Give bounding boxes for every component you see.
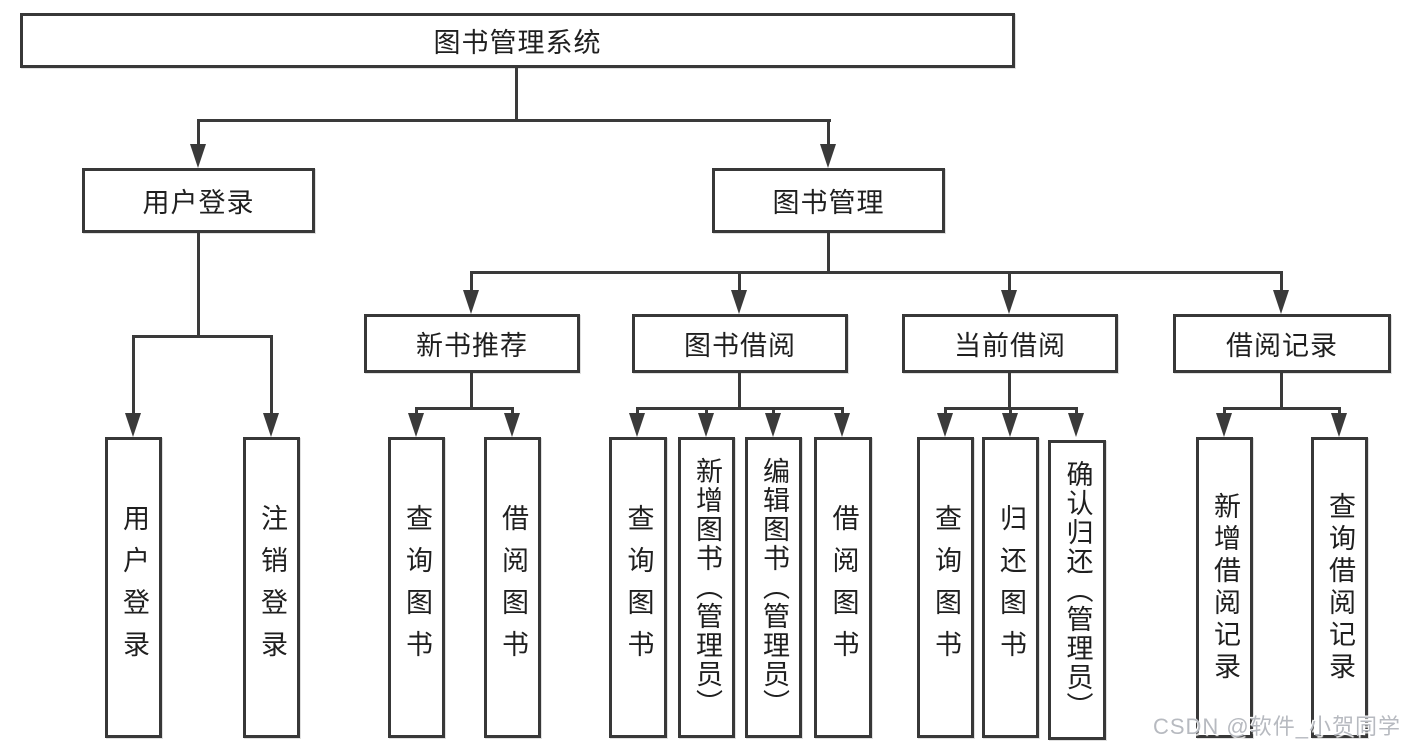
arrow-down-icon <box>1002 413 1018 437</box>
connector-branch <box>1338 407 1341 417</box>
connector-branch-user-login <box>197 119 200 148</box>
arrow-down-icon <box>463 290 479 314</box>
leaf-user-login: 用户登录 <box>105 437 162 738</box>
node-book-management: 图书管理 <box>712 168 945 233</box>
connector-user-login-hline <box>132 335 273 338</box>
arrow-down-icon <box>698 413 714 437</box>
connector-root-hline <box>197 119 831 122</box>
leaf-label: 归还图书 <box>996 503 1026 672</box>
csdn-watermark: CSDN @软件_小贺同学 <box>1152 714 1401 739</box>
connector-book-management-stub <box>827 233 830 271</box>
connector-borrow-records-stub <box>1280 373 1283 407</box>
connector-branch-new-book <box>470 271 473 294</box>
leaf-label: 借阅图书 <box>498 503 528 672</box>
connector-user-login-stub <box>197 233 200 335</box>
connector-branch-leaf-user-login <box>132 335 135 417</box>
arrow-down-icon <box>504 413 520 437</box>
connector-branch-book-borrow <box>738 271 741 294</box>
connector-book-management-hline <box>470 271 1283 274</box>
node-user-login: 用户登录 <box>82 168 315 233</box>
leaf-borrow-books-recommend: 借阅图书 <box>484 437 541 738</box>
arrow-down-icon <box>820 144 836 168</box>
leaf-label: 查询图书 <box>931 503 961 672</box>
connector-branch <box>841 407 844 417</box>
leaf-label: 借阅图书 <box>828 503 859 672</box>
connector-new-book-stub <box>470 373 473 407</box>
arrow-down-icon <box>125 413 141 437</box>
leaf-query-books-recommend: 查询图书 <box>388 437 445 738</box>
arrow-down-icon <box>1273 290 1289 314</box>
arrow-down-icon <box>1068 413 1084 437</box>
connector-branch <box>636 407 639 417</box>
arrow-down-icon <box>765 413 781 437</box>
connector-branch <box>511 407 514 417</box>
leaf-label: 编辑图书（管理员） <box>759 457 789 718</box>
arrow-down-icon <box>629 413 645 437</box>
connector-branch <box>1075 407 1078 417</box>
connector-branch-borrow-records <box>1280 271 1283 294</box>
leaf-logout: 注销登录 <box>243 437 300 738</box>
arrow-down-icon <box>834 413 850 437</box>
leaf-label: 新增借阅记录 <box>1210 491 1240 684</box>
leaf-query-books-borrow: 查询图书 <box>609 437 667 738</box>
node-library-management-system: 图书管理系统 <box>20 13 1015 68</box>
node-current-borrow: 当前借阅 <box>902 314 1118 373</box>
leaf-query-books-current: 查询图书 <box>917 437 974 738</box>
connector-branch <box>772 407 775 417</box>
arrow-down-icon <box>190 144 206 168</box>
arrow-down-icon <box>408 413 424 437</box>
connector-root-stub <box>515 68 518 119</box>
connector-borrow-records-hline <box>1223 407 1341 410</box>
arrow-down-icon <box>1001 290 1017 314</box>
leaf-label: 确认归还（管理员） <box>1062 459 1093 721</box>
leaf-label: 查询图书 <box>623 503 654 672</box>
arrow-down-icon <box>937 413 953 437</box>
leaf-label: 查询图书 <box>402 503 432 672</box>
leaf-edit-books-admin: 编辑图书（管理员） <box>745 437 802 738</box>
leaf-query-borrow-record: 查询借阅记录 <box>1311 437 1368 738</box>
leaf-label: 注销登录 <box>257 503 287 672</box>
leaf-add-books-admin: 新增图书（管理员） <box>678 437 735 738</box>
connector-branch <box>415 407 418 417</box>
connector-branch <box>1223 407 1226 417</box>
connector-branch <box>944 407 947 417</box>
leaf-label: 新增图书（管理员） <box>692 457 722 718</box>
connector-branch <box>1009 407 1012 417</box>
connector-new-book-hline <box>415 407 514 410</box>
connector-branch-leaf-logout <box>270 335 273 417</box>
connector-branch <box>705 407 708 417</box>
leaf-label: 查询借阅记录 <box>1325 491 1355 684</box>
connector-book-borrow-hline <box>636 407 844 410</box>
leaf-borrow-books: 借阅图书 <box>814 437 872 738</box>
connector-branch-book-management <box>827 119 830 148</box>
arrow-down-icon <box>263 413 279 437</box>
leaf-label: 用户登录 <box>119 503 149 672</box>
leaf-confirm-return-admin: 确认归还（管理员） <box>1048 440 1106 740</box>
arrow-down-icon <box>731 290 747 314</box>
node-new-book-recommend: 新书推荐 <box>364 314 580 373</box>
leaf-add-borrow-record: 新增借阅记录 <box>1196 437 1253 738</box>
connector-book-borrow-stub <box>738 373 741 407</box>
node-book-borrow: 图书借阅 <box>632 314 848 373</box>
leaf-return-books: 归还图书 <box>982 437 1039 738</box>
connector-branch-current-borrow <box>1008 271 1011 294</box>
arrow-down-icon <box>1216 413 1232 437</box>
node-borrow-records: 借阅记录 <box>1173 314 1391 373</box>
connector-current-borrow-stub <box>1008 373 1011 407</box>
arrow-down-icon <box>1331 413 1347 437</box>
